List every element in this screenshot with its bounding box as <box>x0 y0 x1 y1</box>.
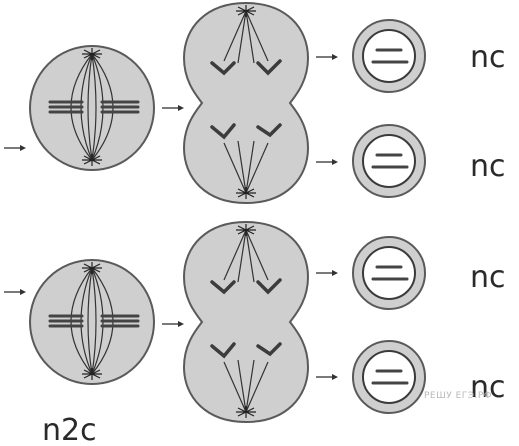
gamete-2 <box>351 123 427 199</box>
arrow-to-gamete-1 <box>315 53 339 61</box>
arrow-to-dividing-bottom <box>161 320 185 328</box>
input-arrow-top <box>3 144 27 152</box>
gamete-1 <box>351 18 427 94</box>
arrow-to-gamete-3 <box>315 269 339 277</box>
metaphase-cell-top <box>28 44 156 172</box>
dividing-cell-top <box>182 1 310 205</box>
arrow-to-dividing-top <box>161 104 185 112</box>
gamete-3 <box>351 235 427 311</box>
arrow-to-gamete-4 <box>315 373 339 381</box>
gamete-3-label: nc <box>470 260 506 295</box>
arrow-to-gamete-2 <box>315 158 339 166</box>
metaphase-cell-bottom <box>28 258 156 386</box>
gamete-1-label: nc <box>470 40 506 75</box>
dividing-cell-bottom <box>182 220 310 424</box>
watermark: РЕШУ ЕГЭ.РФ <box>424 391 492 401</box>
gamete-4 <box>351 339 427 415</box>
gamete-4-label: nc <box>470 370 506 405</box>
gamete-2-label: nc <box>470 149 506 184</box>
parent-cell-label: n2c <box>42 413 97 446</box>
input-arrow-bottom <box>3 288 27 296</box>
